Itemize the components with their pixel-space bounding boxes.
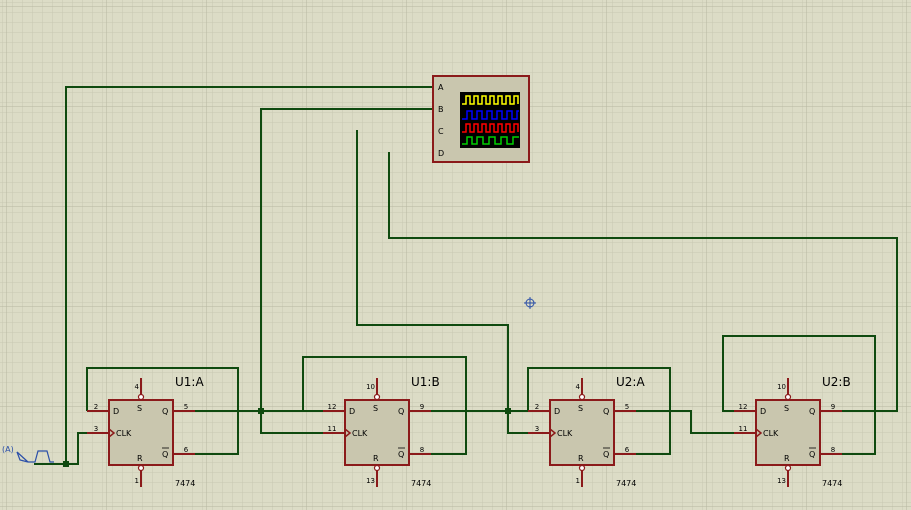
ff-pin-q: Q xyxy=(809,407,815,416)
ff-pin-num-s: 4 xyxy=(576,383,581,391)
ff-part: 7474 xyxy=(411,479,431,488)
ff-pin-num-clk: 3 xyxy=(94,425,98,433)
ff-pin-q: Q xyxy=(603,407,609,416)
ff-pin-s: S xyxy=(784,404,789,413)
ff-pin-clk: CLK xyxy=(352,429,368,438)
ff-pin-qn: Q xyxy=(398,450,404,459)
ff-pin-r: R xyxy=(137,454,143,463)
scope-channel-c: C xyxy=(438,127,444,136)
scope-trace-b xyxy=(462,110,519,120)
ff-pin-num-qn: 6 xyxy=(184,446,189,454)
ff-pin-d: D xyxy=(113,407,119,416)
ff-pin-d: D xyxy=(554,407,560,416)
ff-pin-qn: Q xyxy=(603,450,609,459)
scope-channel-b: B xyxy=(438,105,444,114)
ff-pin-s: S xyxy=(373,404,378,413)
ff-pin-num-clk: 11 xyxy=(739,425,748,433)
ff-pin-qn: Q xyxy=(809,450,815,459)
ff-pin-num-q: 9 xyxy=(420,403,424,411)
oscilloscope[interactable]: A B C D xyxy=(432,75,530,163)
wires xyxy=(34,86,898,465)
ff-pin-clk: CLK xyxy=(763,429,779,438)
ff-pin-num-d: 12 xyxy=(739,403,748,411)
scope-trace-d xyxy=(462,136,519,145)
ff-pin-num-r: 13 xyxy=(366,477,375,485)
ff-ref: U1:A xyxy=(175,375,204,389)
ff-pin-num-qn: 6 xyxy=(625,446,630,454)
scope-channel-a: A xyxy=(438,83,444,92)
ff-pin-q: Q xyxy=(398,407,404,416)
ff-pin-clk: CLK xyxy=(116,429,132,438)
ff-pin-q: Q xyxy=(162,407,168,416)
ff-pin-qn: Q xyxy=(162,450,168,459)
ff-pin-num-clk: 3 xyxy=(535,425,539,433)
pulse-waveform-icon xyxy=(28,450,54,463)
ff-pin-d: D xyxy=(349,407,355,416)
scope-trace-a xyxy=(462,95,519,105)
flipflop-u2a[interactable]: D CLK S R Q Q 2 3 5 6 4 1 U2:A 7474 xyxy=(528,375,645,488)
ff-pin-num-s: 4 xyxy=(135,383,140,391)
clock-generator[interactable]: (A) xyxy=(2,445,54,463)
ff-pin-r: R xyxy=(373,454,379,463)
generator-label: (A) xyxy=(2,445,14,454)
wire-junctions xyxy=(63,408,511,467)
flipflop-u2b[interactable]: D CLK S R Q Q 12 11 9 8 10 13 U2:B 7474 xyxy=(734,375,851,488)
ff-pin-num-d: 2 xyxy=(94,403,98,411)
ff-pin-s: S xyxy=(578,404,583,413)
ff-part: 7474 xyxy=(616,479,636,488)
ff-pin-num-r: 13 xyxy=(777,477,786,485)
ff-pin-num-q: 5 xyxy=(184,403,188,411)
ff-pin-num-s: 10 xyxy=(777,383,786,391)
ff-pin-num-r: 1 xyxy=(576,477,580,485)
ff-pin-r: R xyxy=(784,454,790,463)
ff-ref: U1:B xyxy=(411,375,440,389)
ff-part: 7474 xyxy=(175,479,195,488)
generator-arrow-icon xyxy=(16,451,29,463)
scope-channel-d: D xyxy=(438,149,444,158)
ff-pin-num-q: 5 xyxy=(625,403,629,411)
ff-ref: U2:B xyxy=(822,375,851,389)
ff-part: 7474 xyxy=(822,479,842,488)
ff-pin-num-d: 12 xyxy=(328,403,337,411)
ff-pin-num-clk: 11 xyxy=(328,425,337,433)
ff-pin-num-s: 10 xyxy=(366,383,375,391)
ff-pin-s: S xyxy=(137,404,142,413)
flipflop-u1a[interactable]: D CLK S R Q Q 2 3 5 6 4 1 U1:A 7474 xyxy=(87,375,204,488)
flipflop-u1b[interactable]: D CLK S R Q Q 12 11 9 8 10 13 U1:B 7474 xyxy=(323,375,440,488)
ff-pin-num-qn: 8 xyxy=(831,446,835,454)
ff-pin-clk: CLK xyxy=(557,429,573,438)
ff-ref: U2:A xyxy=(616,375,645,389)
ff-pin-r: R xyxy=(578,454,584,463)
ff-pin-d: D xyxy=(760,407,766,416)
ff-pin-num-qn: 8 xyxy=(420,446,424,454)
scope-trace-c xyxy=(462,123,519,133)
crosshair-cursor-icon xyxy=(524,297,536,309)
ff-pin-num-q: 9 xyxy=(831,403,835,411)
ff-pin-num-r: 1 xyxy=(135,477,139,485)
ff-pin-num-d: 2 xyxy=(535,403,539,411)
